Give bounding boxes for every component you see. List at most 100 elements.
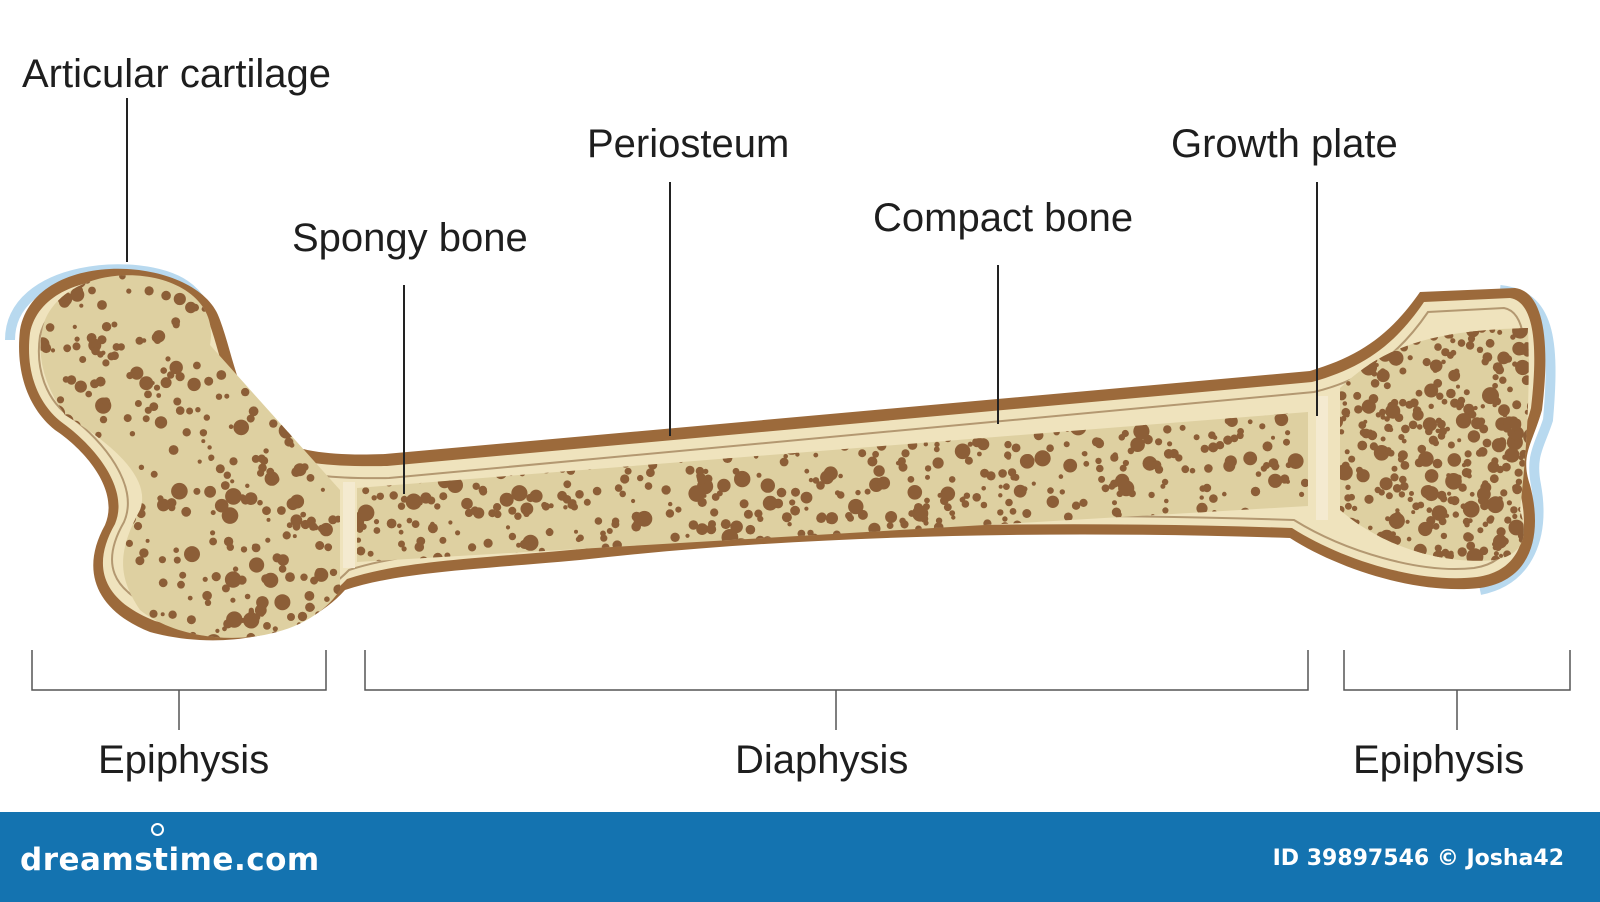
spongy-pore	[517, 412, 522, 417]
spongy-pore	[1095, 457, 1102, 465]
spongy-pore	[209, 537, 218, 546]
spongy-pore	[809, 412, 816, 414]
spongy-pore	[53, 563, 59, 569]
spongy-pore	[263, 622, 271, 630]
spongy-pore	[1512, 484, 1523, 495]
spongy-pore	[1466, 473, 1472, 479]
spongy-pore	[786, 558, 792, 562]
spongy-pore	[320, 265, 325, 270]
spongy-pore	[329, 608, 337, 616]
spongy-pore	[1459, 552, 1464, 557]
spongy-pore	[1208, 431, 1216, 440]
spongy-pore	[1493, 397, 1502, 406]
spongy-pore	[1514, 438, 1522, 446]
spongy-pore	[75, 628, 92, 638]
bracket-epiphysis-right	[1343, 650, 1571, 730]
brand-logo[interactable]: dreamstime.com	[20, 842, 320, 878]
spongy-pore	[220, 481, 230, 490]
spongy-pore	[142, 415, 150, 423]
spongy-pore	[303, 362, 310, 369]
spongy-pore	[1175, 454, 1183, 462]
spongy-pore	[865, 552, 874, 560]
spongy-pore	[933, 446, 940, 453]
spongy-pore	[1193, 434, 1200, 441]
spongy-pore	[696, 523, 708, 535]
spongy-pore	[411, 520, 420, 528]
spongy-pore	[1274, 414, 1282, 422]
spongy-pore	[240, 546, 248, 553]
spongy-pore	[1156, 541, 1170, 555]
spongy-pore	[279, 332, 286, 339]
spongy-pore	[439, 492, 448, 501]
spongy-pore	[469, 441, 474, 447]
spongy-pore	[1094, 437, 1103, 446]
spongy-pore	[40, 543, 43, 549]
spongy-pore	[1426, 507, 1433, 513]
spongy-pore	[186, 407, 194, 415]
spongy-pore	[1007, 468, 1017, 477]
spongy-pore	[1426, 516, 1436, 526]
spongy-pore	[1071, 501, 1081, 510]
spongy-pore	[304, 591, 315, 601]
spongy-pore	[49, 476, 59, 486]
spongy-pore	[160, 612, 165, 617]
spongy-pore	[948, 476, 956, 483]
spongy-pore	[1452, 511, 1460, 518]
spongy-pore	[72, 498, 78, 503]
spongy-pore	[925, 474, 930, 480]
spongy-pore	[1395, 508, 1400, 513]
spongy-pore	[265, 361, 279, 374]
spongy-pore	[225, 488, 242, 505]
spongy-pore	[173, 292, 186, 306]
spongy-pore	[1518, 455, 1524, 461]
spongy-pore	[925, 540, 931, 545]
spongy-pore	[1509, 418, 1522, 431]
spongy-pore	[933, 557, 943, 562]
spongy-pore	[153, 384, 161, 391]
spongy-pore	[751, 404, 758, 411]
spongy-pore	[423, 423, 429, 429]
spongy-pore	[245, 483, 250, 488]
spongy-pore	[670, 532, 680, 542]
spongy-pore	[324, 275, 338, 289]
spongy-pore	[1424, 469, 1439, 483]
spongy-pore	[706, 524, 717, 535]
spongy-pore	[60, 496, 65, 500]
spongy-pore	[149, 402, 159, 411]
spongy-pore	[1464, 522, 1470, 528]
spongy-pore	[1418, 521, 1433, 537]
spongy-pore	[1468, 330, 1475, 337]
spongy-pore	[897, 459, 903, 466]
spongy-pore	[277, 554, 289, 566]
spongy-pore	[335, 418, 340, 423]
spongy-pore	[257, 600, 268, 610]
spongy-pore	[315, 611, 322, 618]
spongy-pore	[49, 541, 60, 551]
spongy-pore	[1500, 489, 1508, 497]
spongy-pore	[967, 441, 973, 447]
spongy-pore	[600, 412, 610, 415]
spongy-pore	[791, 403, 797, 409]
spongy-pore	[156, 393, 162, 398]
spongy-pore	[713, 558, 718, 562]
spongy-pore	[1059, 489, 1066, 495]
spongy-pore	[257, 454, 266, 463]
spongy-pore	[389, 491, 398, 500]
spongy-pore	[1189, 467, 1196, 474]
spongy-pore	[64, 503, 72, 511]
spongy-pore	[1250, 544, 1260, 553]
spongy-pore	[284, 327, 292, 335]
spongy-pore	[1417, 501, 1425, 509]
spongy-pore	[963, 492, 971, 499]
spongy-pore	[125, 539, 133, 548]
spongy-pore	[790, 505, 800, 516]
spongy-pore	[1374, 486, 1382, 494]
spongy-pore	[1142, 424, 1148, 430]
spongy-pore	[1477, 447, 1488, 457]
spongy-pore	[544, 403, 553, 412]
spongy-pore	[74, 380, 87, 393]
spongy-pore	[1046, 444, 1054, 453]
spongy-pore	[292, 387, 300, 395]
spongy-pore	[56, 396, 65, 404]
spongy-pore	[271, 363, 282, 373]
